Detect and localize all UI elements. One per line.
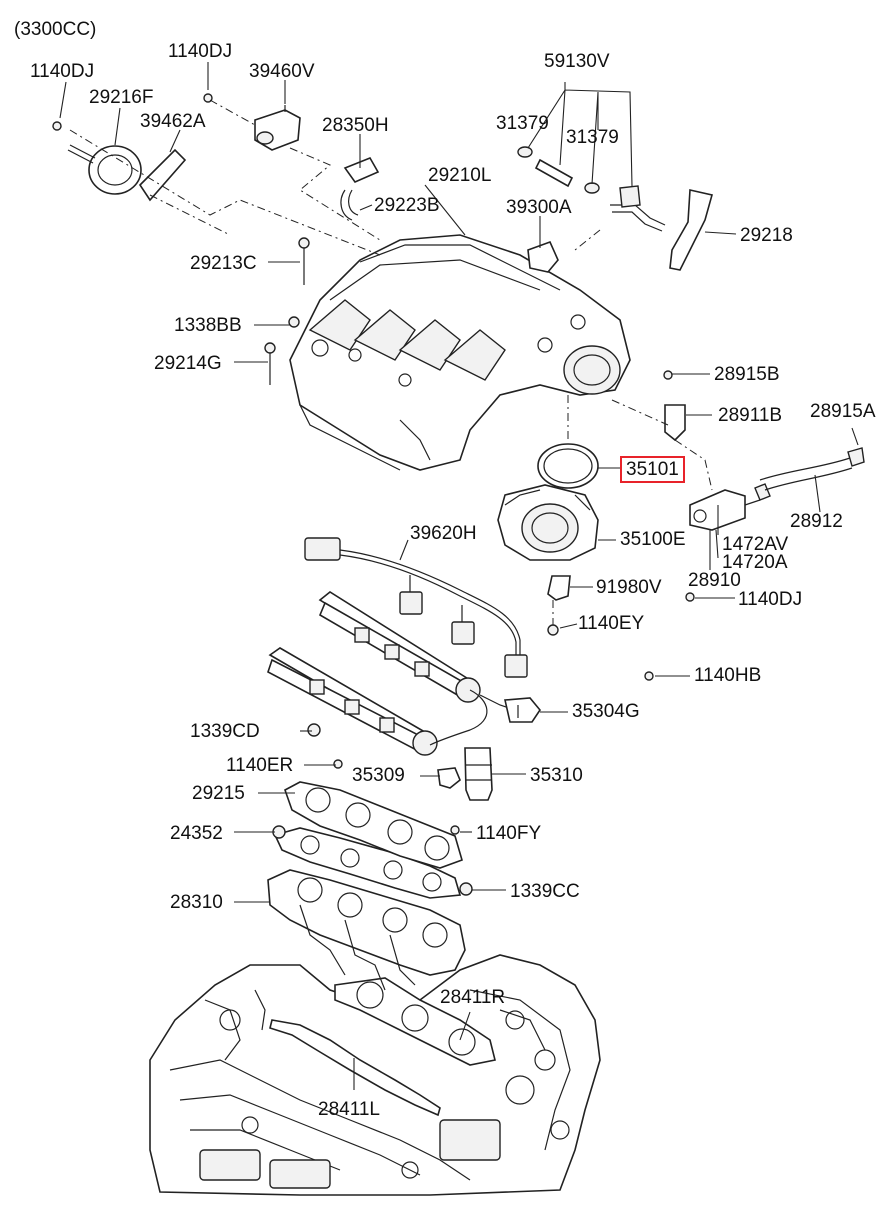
part-label-29223B: 29223B [374, 195, 440, 216]
fitting-28350H [340, 156, 380, 221]
bracket-29218 [669, 189, 713, 271]
part-label-1140EY: 1140EY [578, 613, 645, 634]
assembly-lines [69, 99, 713, 625]
part-label-91980V: 91980V [596, 577, 662, 598]
part-label-28911B: 28911B [718, 405, 783, 426]
part-label-29218: 29218 [740, 225, 793, 246]
part-label-28915A: 28915A [810, 401, 876, 422]
part-label-35101-highlighted[interactable]: 35101 [620, 456, 685, 483]
part-label-1140HB: 1140HB [694, 665, 762, 686]
part-label-31379-a: 31379 [496, 113, 549, 134]
part-label-39300A: 39300A [506, 197, 572, 218]
gasket-29215 [284, 781, 463, 869]
bracket-91980V [547, 575, 571, 601]
part-label-28350H: 28350H [322, 115, 389, 136]
part-label-29213C: 29213C [190, 253, 257, 274]
part-label-35310: 35310 [530, 765, 583, 786]
fitting-35304G [504, 697, 541, 723]
part-label-28411R: 28411R [440, 987, 506, 1008]
part-label-1140DJ-a: 1140DJ [30, 61, 95, 82]
gasket-28411L [269, 1019, 441, 1117]
part-label-1140DJ-b: 1140DJ [168, 41, 233, 62]
part-label-39462A: 39462A [140, 111, 206, 132]
part-label-1339CD: 1339CD [190, 721, 260, 742]
part-label-29214G: 29214G [154, 353, 222, 374]
actuator-29216F [67, 144, 142, 195]
part-label-1339CC: 1339CC [510, 881, 580, 902]
bracket-39462A [138, 148, 187, 202]
variant-label: (3300CC) [14, 19, 97, 40]
part-label-28910: 28910 [688, 570, 741, 591]
gasket-plate-24352 [273, 827, 462, 899]
tube-59130V [517, 146, 666, 232]
part-label-14720A: 14720A [722, 552, 788, 573]
part-label-1140ER: 1140ER [226, 755, 294, 776]
part-label-28310: 28310 [170, 892, 223, 913]
leader-lines [59, 62, 859, 1090]
part-label-35100E: 35100E [620, 529, 686, 550]
bracket-28911B [664, 404, 686, 442]
valve-28910 [689, 483, 771, 531]
part-label-28915B: 28915B [714, 364, 780, 385]
part-label-39460V: 39460V [249, 61, 315, 82]
lower-intake-28310 [267, 869, 466, 991]
throttle-body-35100E [497, 484, 599, 561]
part-label-28912: 28912 [790, 511, 843, 532]
fuel-rails [267, 591, 516, 756]
upper-intake-29210L [289, 234, 631, 471]
gasket-28411R [334, 977, 496, 1066]
part-label-31379-b: 31379 [566, 127, 619, 148]
gasket-ring-35101 [537, 443, 599, 489]
harness-39620H [304, 537, 528, 678]
part-label-1338BB: 1338BB [174, 315, 242, 336]
part-label-29216F: 29216F [89, 87, 154, 108]
part-label-1140FY: 1140FY [476, 823, 542, 844]
part-label-59130V: 59130V [544, 51, 610, 72]
valve-39460V [254, 105, 301, 151]
part-label-29215: 29215 [192, 783, 245, 804]
part-label-39620H: 39620H [410, 523, 477, 544]
part-label-1140DJ-c: 1140DJ [738, 589, 803, 610]
injector-35310 [464, 747, 493, 801]
part-label-24352: 24352 [170, 823, 223, 844]
part-label-1472AV: 1472AV [722, 534, 789, 555]
sensor-39300A [527, 240, 559, 273]
part-label-29210L: 29210L [428, 165, 492, 186]
part-label-35304G: 35304G [572, 701, 640, 722]
part-label-35309: 35309 [352, 765, 405, 786]
clip-35309 [437, 767, 461, 789]
part-label-28411L: 28411L [318, 1099, 380, 1120]
hose-28912 [759, 447, 865, 491]
